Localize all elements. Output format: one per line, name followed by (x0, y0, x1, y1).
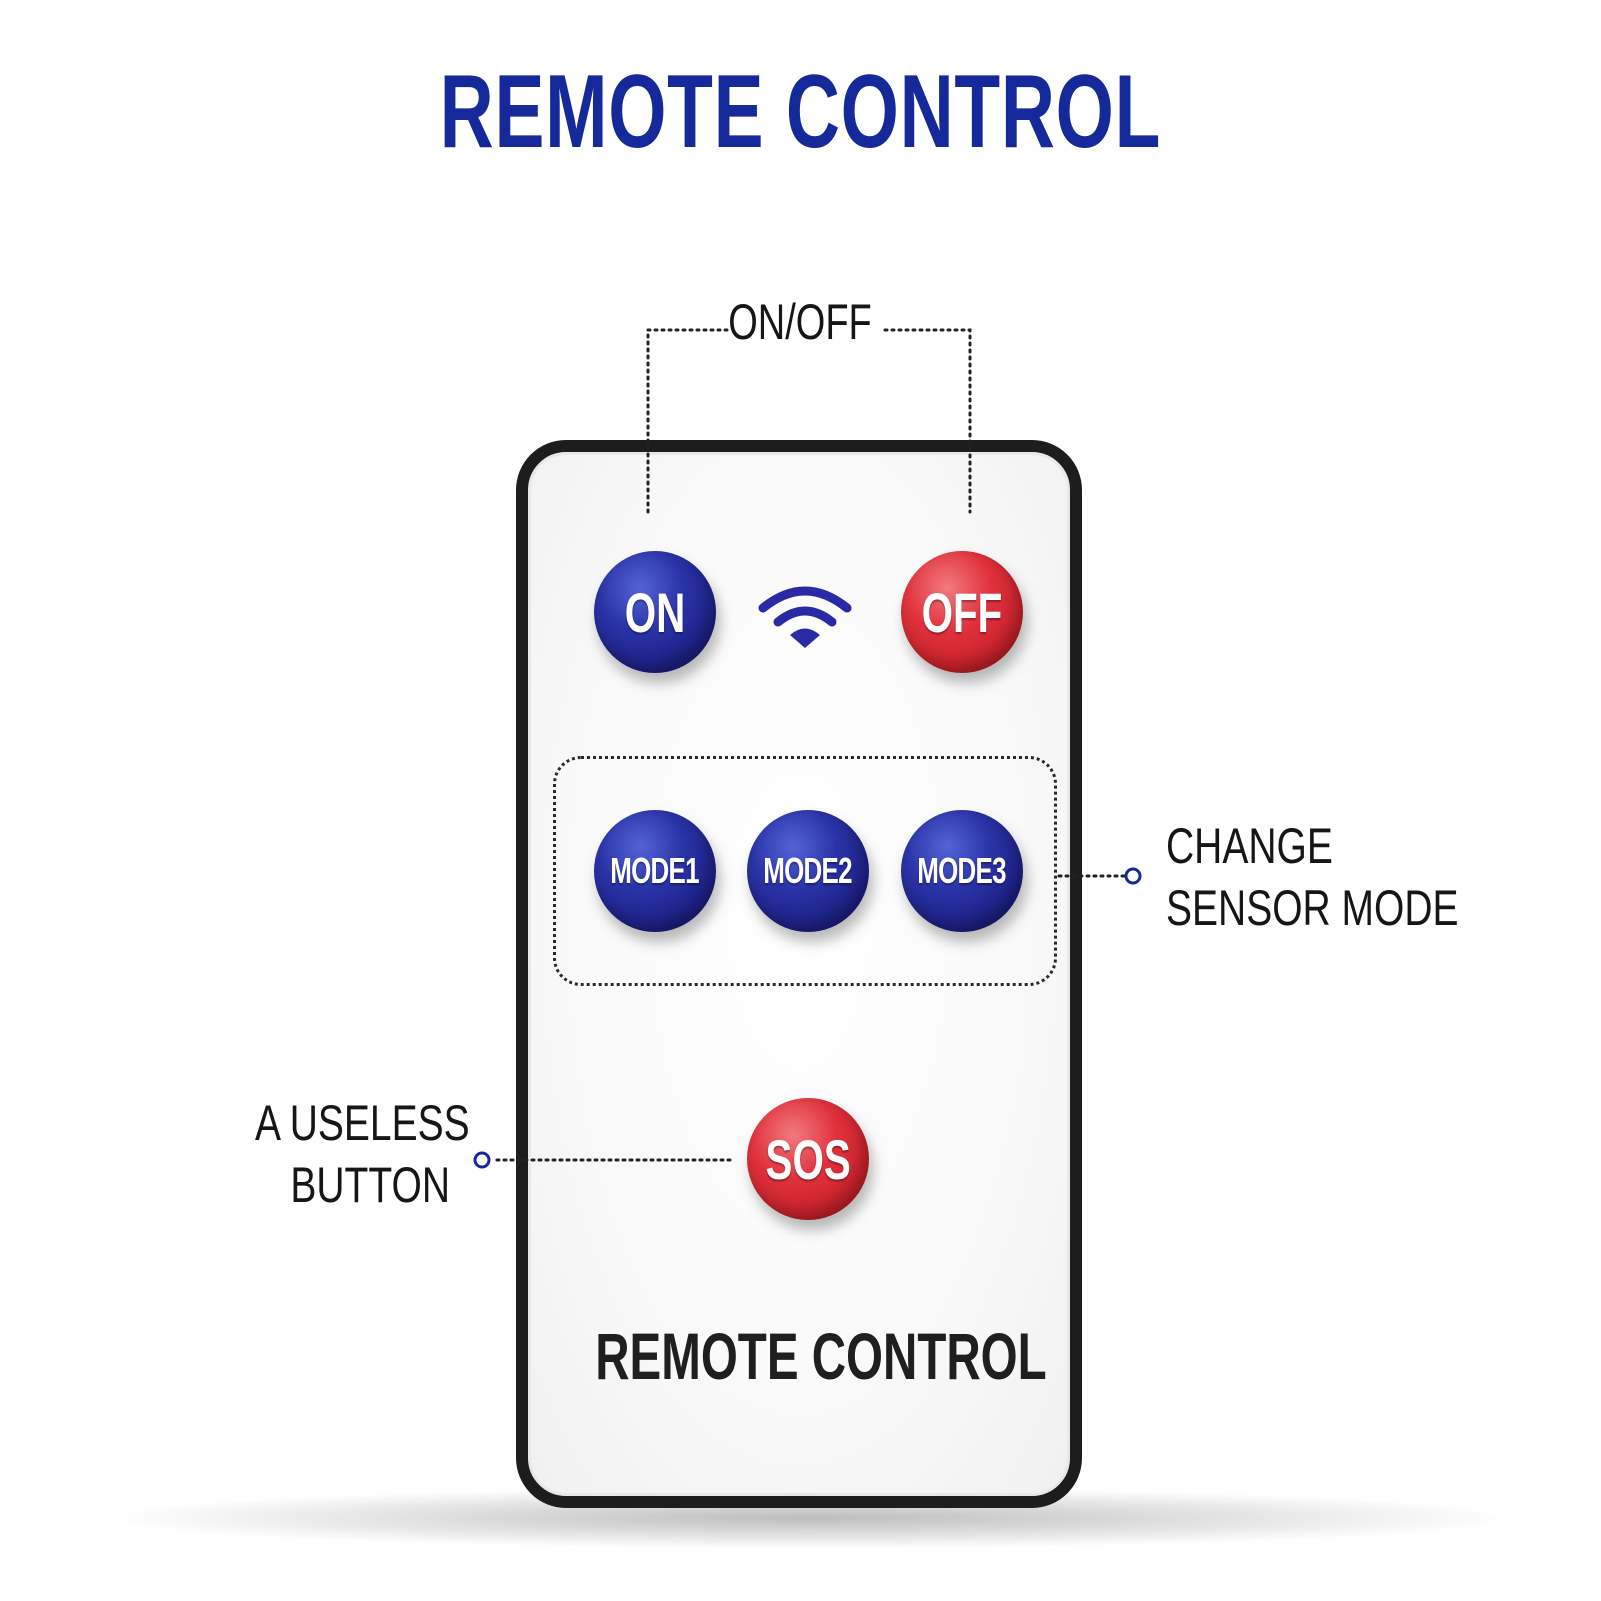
sos-connector-dot (473, 1151, 491, 1169)
mode1-button[interactable]: MODE1 (594, 810, 716, 932)
mode-callout: CHANGE SENSOR MODE (1166, 815, 1459, 939)
mode3-button[interactable]: MODE3 (901, 810, 1023, 932)
mode-button-group (553, 756, 1057, 986)
onoff-callout: ON/OFF (724, 291, 876, 353)
mode-connector-dot (1124, 867, 1142, 885)
sos-button[interactable]: SOS (747, 1098, 869, 1220)
remote-brand-label: REMOTE CONTROL (595, 1319, 1047, 1393)
on-button[interactable]: ON (594, 551, 716, 673)
off-button-label: OFF (921, 580, 1003, 644)
onoff-callout-text: ON/OFF (728, 294, 872, 350)
useless-callout: A USELESS BUTTON (255, 1092, 470, 1216)
sos-button-label: SOS (765, 1127, 851, 1191)
mode2-button-label: MODE2 (763, 850, 853, 891)
wifi-icon (758, 586, 852, 648)
mode2-button[interactable]: MODE2 (747, 810, 869, 932)
off-button[interactable]: OFF (901, 551, 1023, 673)
useless-callout-line2: BUTTON (290, 1157, 450, 1213)
page-title: REMOTE CONTROL (439, 54, 1162, 170)
mode3-button-label: MODE3 (917, 850, 1007, 891)
mode-callout-line2: SENSOR MODE (1166, 880, 1459, 936)
useless-callout-line1: A USELESS (255, 1095, 470, 1151)
mode-callout-line1: CHANGE (1166, 818, 1333, 874)
on-button-label: ON (624, 580, 686, 644)
mode1-button-label: MODE1 (610, 850, 700, 891)
